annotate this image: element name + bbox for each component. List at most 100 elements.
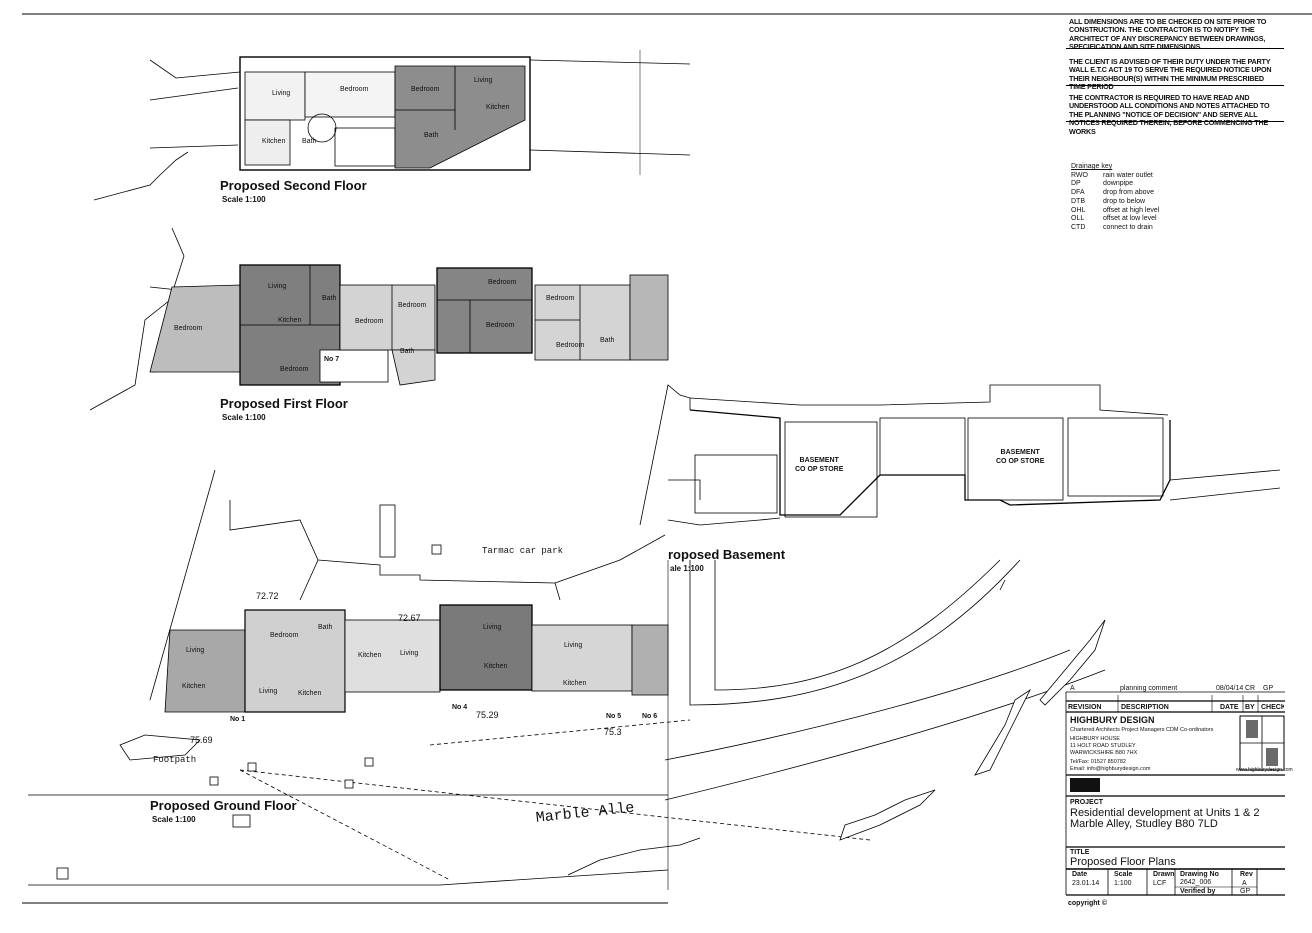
header-by: BY xyxy=(1245,704,1255,711)
unit-number-label: No 4 xyxy=(452,704,468,711)
notes-box-3 xyxy=(1066,92,1284,122)
basement-plan xyxy=(639,384,1281,526)
first-floor-title: Proposed First Floor xyxy=(220,396,348,411)
room-label-living: Living xyxy=(268,283,287,290)
basement-title: roposed Basement xyxy=(668,547,786,562)
room-label-living: Living xyxy=(564,642,583,649)
header-description: DESCRIPTION xyxy=(1121,704,1169,711)
room-label-bedroom: Bedroom xyxy=(340,86,369,93)
room-label-bath: Bath xyxy=(400,348,415,355)
room-label-living: Living xyxy=(400,650,419,657)
drawing-no-label: Drawing No xyxy=(1180,871,1219,878)
room-label-bedroom: Bedroom xyxy=(270,632,299,639)
drainage-key-title: Drainage key xyxy=(1071,163,1113,170)
key-code: DTB xyxy=(1071,197,1085,205)
key-desc: offset at low level xyxy=(1103,215,1157,223)
room-label-kitchen: Kitchen xyxy=(486,104,510,111)
copyright: copyright © xyxy=(1068,900,1107,907)
key-code: RWO xyxy=(1071,171,1088,179)
room-label-kitchen: Kitchen xyxy=(182,683,206,690)
room-label-bath: Bath xyxy=(424,132,439,139)
room-label-kitchen: Kitchen xyxy=(358,652,382,659)
key-desc: downpipe xyxy=(1103,180,1133,188)
first-floor-scale: Scale 1:100 xyxy=(222,413,266,422)
project-name: Residential development at Units 1 & 2 M… xyxy=(1070,807,1260,830)
tarmac-car-park-label: Tarmac car park xyxy=(482,546,564,556)
date-value: 23.01.14 xyxy=(1072,880,1100,887)
note-planning: THE CONTRACTOR IS REQUIRED TO HAVE READ … xyxy=(1069,93,1270,136)
revision-chk: GP xyxy=(1263,685,1274,692)
drawing-no-value: 2642_006 xyxy=(1180,879,1212,886)
ground-floor-plan xyxy=(28,469,871,886)
basement-scale: ale 1:100 xyxy=(670,564,704,573)
room-label-bedroom: Bedroom xyxy=(488,279,517,286)
room-label-living: Living xyxy=(186,647,205,654)
firm-web: www.highburydesign.com xyxy=(1236,767,1293,773)
level-label: 75.69 xyxy=(190,735,213,745)
drawn-label: Drawn xyxy=(1153,871,1175,878)
room-label-bath: Bath xyxy=(322,295,337,302)
room-label-bath: Bath xyxy=(318,624,333,631)
room-label-bedroom: Bedroom xyxy=(411,86,440,93)
level-label: 75.29 xyxy=(476,710,499,720)
ground-floor-title: Proposed Ground Floor xyxy=(150,798,297,813)
room-label-living: Living xyxy=(272,90,291,97)
room-label-living: Living xyxy=(259,688,278,695)
room-label-kitchen: Kitchen xyxy=(278,317,302,324)
level-label: 75.3 xyxy=(604,727,622,737)
first-floor-plan xyxy=(89,227,669,411)
level-label: 72.72 xyxy=(256,591,279,601)
room-label-bedroom: Bedroom xyxy=(280,366,309,373)
ground-floor-scale: Scale 1:100 xyxy=(152,815,196,824)
drawn-value: LCF xyxy=(1153,880,1167,887)
key-code: OHL xyxy=(1071,206,1086,214)
room-label-kitchen: Kitchen xyxy=(484,663,508,670)
header-date: DATE xyxy=(1220,704,1239,711)
rev-value: A xyxy=(1242,880,1247,887)
revision-date: 08/04/14 xyxy=(1216,685,1244,692)
room-label-bedroom: Bedroom xyxy=(486,322,515,329)
second-floor-plan xyxy=(93,50,691,201)
verified-value: GP xyxy=(1240,888,1251,895)
key-desc: drop to below xyxy=(1103,197,1146,205)
note-dimensions: ALL DIMENSIONS ARE TO BE CHECKED ON SITE… xyxy=(1069,17,1267,52)
sheet-edges xyxy=(22,13,1312,904)
firm-address-1: HIGHBURY HOUSE xyxy=(1070,736,1120,742)
notes-box-1 xyxy=(1066,16,1284,49)
rev-label: Rev xyxy=(1240,871,1253,878)
room-label-bedroom: Bedroom xyxy=(174,325,203,332)
room-label-bedroom: Bedroom xyxy=(355,318,384,325)
drawing-title: Proposed Floor Plans xyxy=(1070,856,1176,868)
revision-rev: A xyxy=(1070,685,1075,692)
room-label-kitchen: Kitchen xyxy=(563,680,587,687)
unit-number-label: No 1 xyxy=(230,716,246,723)
key-desc: connect to drain xyxy=(1103,223,1153,231)
revision-desc: planning comment xyxy=(1120,685,1178,692)
basement-store-label: BASEMENT CO OP STORE xyxy=(795,457,844,473)
room-label-living: Living xyxy=(474,77,493,84)
note-party-wall: THE CLIENT IS ADVISED OF THEIR DUTY UNDE… xyxy=(1069,57,1272,92)
key-desc: rain water outlet xyxy=(1103,171,1153,179)
room-label-bedroom: Bedroom xyxy=(546,295,575,302)
firm-email: Email: info@highburydesign.com xyxy=(1070,766,1151,772)
header-check: CHECK xyxy=(1261,704,1284,711)
room-label-living: Living xyxy=(483,624,502,631)
date-label: Date xyxy=(1072,871,1088,878)
basement-store-label: BASEMENT CO OP STORE xyxy=(996,449,1045,465)
second-floor-scale: Scale 1:100 xyxy=(222,195,266,204)
project-label: PROJECT xyxy=(1070,799,1104,806)
unit-number-label: No 7 xyxy=(324,356,340,363)
title-block-frame xyxy=(1065,691,1285,896)
room-label-bath: Bath xyxy=(302,138,317,145)
room-label-bedroom: Bedroom xyxy=(398,302,427,309)
unit-number-label: No 5 xyxy=(606,713,622,720)
unit-number-label: No 6 xyxy=(642,713,658,720)
title-label: TITLE xyxy=(1070,849,1090,856)
header-revision: REVISION xyxy=(1068,704,1102,711)
room-label-kitchen: Kitchen xyxy=(262,138,286,145)
